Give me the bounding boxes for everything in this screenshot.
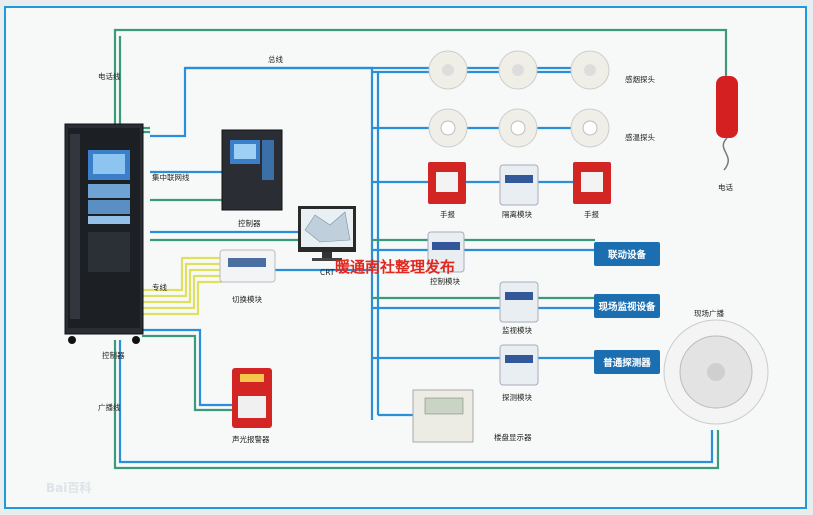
baidu-logo: Bai百科 <box>46 480 91 495</box>
broadcast-line-label: 广播线 <box>98 402 121 412</box>
heat-detector-label: 感温探头 <box>625 132 655 142</box>
smoke-detectors <box>428 50 610 90</box>
crt-label: CRT <box>320 268 335 277</box>
ceiling-speaker <box>663 319 769 425</box>
site-broadcast-label: 现场广播 <box>694 308 724 318</box>
sound-light-alarm <box>232 368 272 428</box>
small-controller <box>221 129 283 211</box>
manual-alarm-1 <box>428 162 466 204</box>
manual-alarm-1-label: 手报 <box>440 209 455 219</box>
manual-alarm-2 <box>573 162 611 204</box>
manual-alarm-2-label: 手报 <box>584 209 599 219</box>
monitor-module-label: 监视模块 <box>502 325 532 335</box>
isolation-module-label: 隔离模块 <box>502 209 532 219</box>
smoke-detector-label: 感烟探头 <box>625 74 655 84</box>
control-module-label: 控制模块 <box>430 276 460 286</box>
floor-display-label: 楼盘显示器 <box>494 432 532 442</box>
control-module-box <box>427 231 465 273</box>
heat-detectors <box>428 108 610 148</box>
sound-light-alarm-label: 声光报警器 <box>232 434 270 444</box>
crt-monitor <box>298 206 356 261</box>
phone-label: 电话 <box>718 182 733 192</box>
dedicated-wire-5 <box>142 280 222 316</box>
phone-line-wire-2 <box>118 36 150 130</box>
dedicated-line-label: 专线 <box>152 282 167 292</box>
switch-module-label: 切换模块 <box>232 294 262 304</box>
switch-module <box>219 249 276 283</box>
site-monitor-button: 现场监视设备 <box>594 294 660 318</box>
dedicated-wire-3 <box>142 268 222 304</box>
dedicated-wire-1 <box>142 256 222 292</box>
floor-display-box <box>412 389 474 443</box>
alarm-wire-g <box>142 334 232 412</box>
main-controller-cabinet <box>64 123 144 344</box>
detection-module-label: 探测模块 <box>502 392 532 402</box>
watermark-text: 暖通南社整理发布 <box>335 258 455 276</box>
network-line-label: 集中联网线 <box>152 172 190 182</box>
broadcast-wire-b <box>118 340 714 464</box>
main-controller-label: 控制器 <box>102 350 125 360</box>
common-detector-button: 普通探测器 <box>594 350 660 374</box>
small-controller-label: 控制器 <box>238 218 261 228</box>
dedicated-wire-2 <box>142 262 222 298</box>
bus-line-label: 总线 <box>268 54 283 64</box>
broadcast-wire <box>113 340 720 470</box>
dedicated-wire-4 <box>142 274 222 310</box>
linkage-equipment-button: 联动设备 <box>594 242 660 266</box>
isolation-module-box <box>499 164 539 206</box>
phone-handset <box>716 76 738 171</box>
phone-line-label: 电话线 <box>98 71 121 81</box>
alarm-wire <box>142 328 232 407</box>
detection-module-box <box>499 344 539 386</box>
monitor-module-box <box>499 281 539 323</box>
